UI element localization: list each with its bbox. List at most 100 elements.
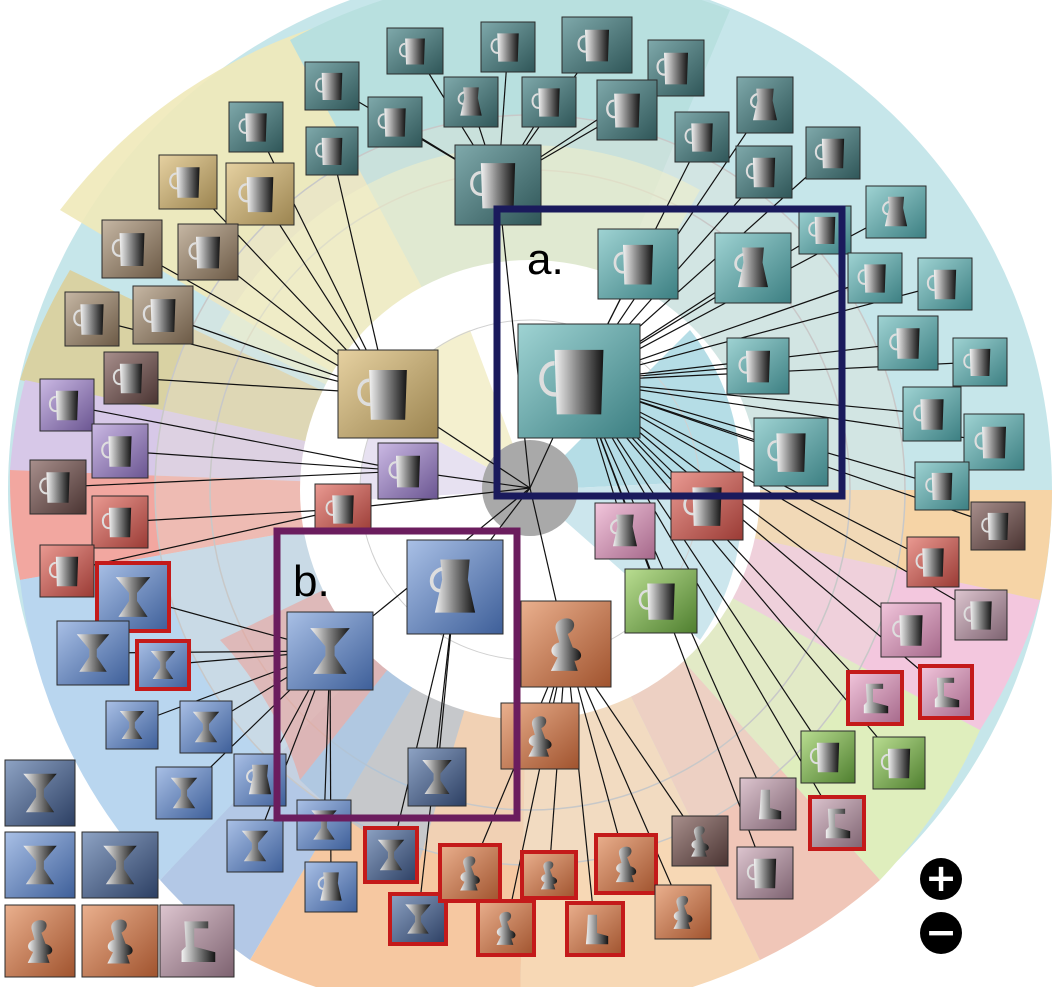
shape-thumbnail-node[interactable] [654,884,712,940]
legend-thumbnail[interactable] [4,759,76,827]
shape-thumbnail-node[interactable] [363,826,419,884]
tree-edge [565,643,596,930]
legend-thumbnail[interactable] [81,904,159,978]
shape-thumbnail-node[interactable] [877,315,939,371]
shape-thumbnail-node[interactable] [594,833,658,895]
shape-thumbnail-node[interactable] [226,819,284,873]
shape-thumbnail-node[interactable] [438,843,502,903]
shape-thumbnail-node[interactable] [902,386,962,442]
shape-thumbnail-node[interactable] [565,901,625,957]
shape-thumbnail-node[interactable] [286,611,374,691]
shape-thumbnail-node[interactable] [846,670,904,726]
shape-thumbnail-node[interactable] [443,76,499,128]
shape-thumbnail-node[interactable] [296,799,352,851]
shape-thumbnail-node[interactable] [132,285,194,345]
shape-thumbnail-node[interactable] [726,337,790,395]
shape-thumbnail-node[interactable] [914,461,970,511]
shape-thumbnail-node[interactable] [561,16,633,74]
legend-thumbnail[interactable] [159,904,235,978]
shape-thumbnail-node[interactable] [476,899,536,957]
shape-thumbnail-node[interactable] [917,257,973,311]
tree-edge [578,380,829,758]
shape-thumbnail-node[interactable] [736,76,794,134]
shape-thumbnail-node[interactable] [847,252,903,304]
shape-thumbnail-node[interactable] [304,61,360,111]
shape-thumbnail-node[interactable] [305,126,359,176]
shape-thumbnail-node[interactable] [406,539,504,635]
tree-edge [119,450,409,472]
shape-thumbnail-node[interactable] [177,223,239,281]
shape-thumbnail-node[interactable] [753,417,829,487]
shape-thumbnail-node[interactable] [304,861,358,913]
annotation-label-a: a. [527,235,564,284]
shape-thumbnail-node[interactable] [520,850,578,900]
shape-thumbnail-node[interactable] [500,702,580,770]
shape-thumbnail-node[interactable] [800,730,856,784]
shape-thumbnail-node[interactable] [91,423,149,479]
shape-thumbnail-node[interactable] [970,501,1026,551]
tree-edge [119,508,344,523]
shape-thumbnail-node[interactable] [517,323,641,439]
shape-thumbnail-node[interactable] [714,232,792,304]
shape-thumbnail-node[interactable] [367,96,423,148]
shape-thumbnail-node[interactable] [91,495,149,549]
tree-edge [578,380,900,764]
shape-thumbnail-node[interactable] [906,536,960,588]
legend-thumbnail[interactable] [4,904,76,978]
shape-thumbnail-node[interactable] [739,777,797,831]
zoom-in-button[interactable]: + [920,858,962,900]
shape-thumbnail-node[interactable] [105,700,159,750]
shape-thumbnail-node[interactable] [39,378,95,432]
tree-edge [66,404,409,472]
shape-thumbnail-node[interactable] [158,154,218,210]
shape-thumbnail-node[interactable] [805,126,861,180]
legend-thumbnail[interactable] [81,831,159,899]
tree-edge [565,643,684,913]
shape-thumbnail-node[interactable] [101,219,163,279]
shape-thumbnail-node[interactable] [674,111,730,163]
tree-edge [66,508,344,572]
shape-thumbnail-node[interactable] [64,291,120,347]
shape-thumbnail-node[interactable] [95,561,171,633]
shape-thumbnail-node[interactable] [480,21,536,73]
shape-thumbnail-node[interactable] [865,185,927,239]
shape-thumbnail-node[interactable] [228,101,284,153]
shape-thumbnail-node[interactable] [596,79,658,141]
shape-thumbnail-node[interactable] [670,471,744,541]
shape-thumbnail-node[interactable] [103,351,159,405]
shape-thumbnail-node[interactable] [407,747,467,807]
legend-thumbnail[interactable] [4,831,76,899]
shape-thumbnail-node[interactable] [135,639,191,691]
annotation-frame-b [273,527,521,822]
shape-thumbnail-node[interactable] [39,544,95,598]
tree-edge [57,470,409,488]
shape-thumbnail-node[interactable] [520,600,612,688]
shape-thumbnail-node[interactable] [225,162,295,226]
shape-thumbnail-node[interactable] [880,602,942,658]
shape-thumbnail-node[interactable] [918,664,974,720]
shape-thumbnail-node[interactable] [314,483,372,535]
shape-thumbnail-node[interactable] [377,442,439,500]
shape-thumbnail-node[interactable] [952,337,1008,387]
shape-thumbnail-node[interactable] [337,349,439,439]
shape-thumbnail-node[interactable] [963,413,1025,471]
shape-thumbnail-node[interactable] [521,76,577,128]
shape-thumbnail-node[interactable] [179,700,233,754]
shape-thumbnail-node[interactable] [155,766,213,820]
shape-thumbnail-node[interactable] [735,145,793,199]
shape-thumbnail-node[interactable] [624,568,698,634]
shape-thumbnail-node[interactable] [954,589,1008,641]
shape-thumbnail-node[interactable] [671,815,729,867]
shape-thumbnail-node[interactable] [594,502,656,560]
shape-thumbnail-node[interactable] [808,795,866,851]
shape-thumbnail-node[interactable] [56,620,130,686]
annotation-label-b: b. [293,557,330,606]
shape-thumbnail-node[interactable] [597,228,679,300]
zoom-out-button[interactable]: − [920,912,962,954]
shape-thumbnail-node[interactable] [388,892,448,946]
shape-thumbnail-node[interactable] [872,736,926,790]
shape-thumbnail-node[interactable] [29,459,87,515]
shape-thumbnail-node[interactable] [736,846,794,900]
shape-thumbnail-node[interactable] [386,27,444,75]
